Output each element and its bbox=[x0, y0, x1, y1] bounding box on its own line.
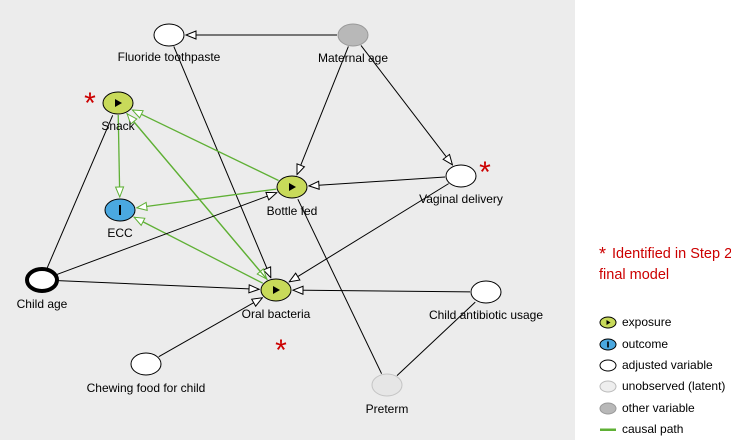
node-preterm-shape[interactable] bbox=[371, 373, 403, 397]
legend-label-adjusted: adjusted variable bbox=[622, 358, 713, 372]
edge-childage-to-oral bbox=[57, 280, 259, 290]
node-maternal-shape[interactable] bbox=[337, 23, 369, 47]
legend-item-adjusted: adjusted variable bbox=[599, 356, 713, 374]
star-marker-snack: * bbox=[84, 87, 96, 120]
node-oral[interactable]: Oral bacteria bbox=[242, 278, 311, 321]
legend-label-exposure: exposure bbox=[622, 315, 672, 329]
legend-label-outcome: outcome bbox=[622, 337, 669, 351]
node-vaginal-shape[interactable] bbox=[445, 164, 477, 188]
node-preterm[interactable]: Preterm bbox=[366, 373, 409, 416]
edge-maternal-to-bottle bbox=[297, 46, 349, 174]
edges-layer bbox=[46, 35, 476, 376]
legend-item-outcome: outcome bbox=[599, 335, 668, 353]
edge-preterm-to-antibiotic bbox=[396, 301, 476, 376]
edge-bottle-to-snack bbox=[132, 109, 279, 182]
causal-path-icon bbox=[600, 428, 616, 431]
other-variable-icon bbox=[599, 402, 617, 414]
legend-item-other: other variable bbox=[599, 399, 695, 417]
node-bottle[interactable]: Bottle fed bbox=[267, 175, 318, 218]
edge-vaginal-to-oral bbox=[289, 183, 449, 282]
nodes-layer: Fluoride toothpaste Maternal ageSnackBott… bbox=[17, 23, 543, 416]
node-childage-label: Child age bbox=[17, 297, 68, 311]
exposure-icon bbox=[599, 316, 617, 328]
edge-childage-to-snack bbox=[46, 115, 114, 269]
node-chewing-shape[interactable] bbox=[130, 352, 162, 376]
note-star: * bbox=[599, 244, 607, 264]
star-marker-oral: * bbox=[275, 334, 287, 367]
play-icon bbox=[273, 286, 280, 294]
legend-item-causal: causal path bbox=[599, 420, 683, 438]
edge-preterm-to-bottle bbox=[297, 198, 383, 374]
adjusted-variable-icon bbox=[599, 359, 617, 371]
edge-oral-to-ecc bbox=[134, 217, 264, 284]
node-fluoride-label: Fluoride toothpaste bbox=[118, 50, 221, 64]
edge-snack-to-ecc bbox=[118, 114, 120, 197]
node-antibiotic-shape[interactable] bbox=[470, 280, 502, 304]
edge-maternal-to-vaginal bbox=[360, 45, 452, 164]
legend-label-causal: causal path bbox=[622, 422, 684, 436]
edge-oral-to-snack bbox=[127, 114, 268, 281]
node-maternal[interactable]: Maternal age bbox=[318, 23, 388, 65]
legend-panel: *Identified in Step 2 final model exposu… bbox=[575, 0, 731, 440]
node-bottle-label: Bottle fed bbox=[267, 204, 318, 218]
outcome-bar-icon bbox=[119, 205, 121, 215]
legend-label-other: other variable bbox=[622, 401, 695, 415]
legend-item-latent: unobserved (latent) bbox=[599, 377, 725, 395]
node-childage[interactable]: Child age bbox=[17, 267, 68, 311]
node-snack[interactable]: Snack bbox=[101, 91, 136, 133]
outcome-icon bbox=[599, 338, 617, 350]
node-chewing[interactable]: Chewing food for child bbox=[87, 352, 206, 395]
note-text: Identified in Step 2 final model bbox=[599, 246, 731, 283]
edge-vaginal-to-bottle bbox=[309, 176, 446, 186]
node-oral-label: Oral bacteria bbox=[242, 307, 311, 321]
node-fluoride[interactable]: Fluoride toothpaste bbox=[118, 23, 221, 64]
play-icon bbox=[289, 183, 296, 191]
star-marker-vaginal: * bbox=[479, 156, 491, 189]
edge-antibiotic-to-oral bbox=[293, 290, 471, 292]
node-vaginal[interactable]: Vaginal delivery bbox=[419, 164, 503, 206]
node-antibiotic[interactable]: Child antibiotic usage bbox=[429, 280, 543, 322]
edge-chewing-to-oral bbox=[158, 298, 263, 358]
node-ecc-label: ECC bbox=[107, 226, 133, 240]
node-maternal-label: Maternal age bbox=[318, 51, 388, 65]
play-icon bbox=[115, 99, 122, 107]
legend-label-latent: unobserved (latent) bbox=[622, 379, 726, 393]
stars-layer: * * * bbox=[84, 87, 491, 367]
legend-item-exposure: exposure bbox=[599, 313, 671, 331]
edge-childage-to-bottle bbox=[56, 193, 276, 276]
node-snack-label: Snack bbox=[101, 119, 135, 133]
node-childage-shape[interactable] bbox=[25, 267, 59, 293]
node-preterm-label: Preterm bbox=[366, 402, 409, 416]
node-ecc[interactable]: ECC bbox=[104, 198, 136, 240]
node-antibiotic-label: Child antibiotic usage bbox=[429, 308, 543, 322]
dag-graph: Fluoride toothpaste Maternal ageSnackBott… bbox=[17, 23, 543, 416]
node-chewing-label: Chewing food for child bbox=[87, 381, 206, 395]
node-vaginal-label: Vaginal delivery bbox=[419, 192, 503, 206]
edge-bottle-to-ecc bbox=[137, 188, 277, 208]
legend-note: *Identified in Step 2 final model bbox=[599, 244, 731, 286]
latent-variable-icon bbox=[599, 380, 617, 392]
node-fluoride-shape[interactable] bbox=[153, 23, 185, 47]
edge-fluoride-to-oral bbox=[173, 46, 271, 277]
